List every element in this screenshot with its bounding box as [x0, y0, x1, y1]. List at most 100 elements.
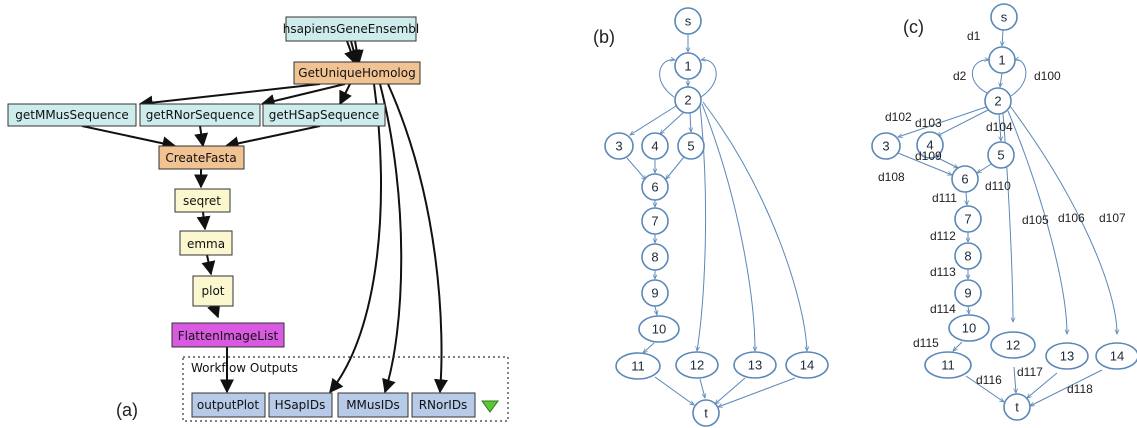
edge-label-d103: d103 [915, 116, 942, 130]
node-label: 13 [748, 358, 762, 373]
expand-triangle-icon [481, 400, 499, 413]
edge-label-d105: d105 [1022, 213, 1049, 227]
node-label: 6 [961, 172, 968, 187]
panel-c-label: (c) [903, 17, 924, 37]
output-port-rnorids: RNorIDs [411, 392, 476, 418]
edge-label-d110: d110 [985, 179, 1011, 193]
edge-label-d107: d107 [1099, 211, 1126, 225]
edge-label-d102: d102 [885, 110, 912, 124]
graph-edge [1027, 372, 1058, 398]
node-label: 9 [651, 286, 658, 301]
node-label: 12 [1006, 338, 1020, 353]
graph-node-13: 13 [1045, 342, 1089, 370]
panel-b-label: (b) [593, 27, 615, 47]
node-label: 10 [652, 322, 666, 337]
node-label: getMMusSequence [15, 108, 128, 122]
graph-node-1: 1 [988, 46, 1016, 74]
edge-label-d108: d108 [878, 170, 905, 184]
workflow-node-emma: emma [179, 230, 233, 256]
graph-c-edges [897, 29, 1117, 407]
graph-node-11: 11 [924, 351, 972, 379]
node-label: 5 [997, 148, 1004, 163]
graph-edge [715, 377, 746, 404]
node-label: 11 [941, 358, 955, 373]
graph-edge [897, 152, 952, 175]
node-label: getRNorSequence [146, 108, 255, 122]
graph-edge [666, 156, 685, 179]
workflow-node-mmus-seq: getMMusSequence [7, 103, 137, 127]
workflow-node-hsap-seq: getHSapSequence [262, 103, 386, 127]
edge-label-d104: d104 [986, 120, 1013, 134]
node-label: 9 [964, 286, 971, 301]
node-label: 4 [926, 138, 933, 153]
node-label: 12 [690, 358, 704, 373]
graph-edge [659, 60, 675, 98]
node-label: t [704, 406, 708, 421]
panel-a-label: (a) [116, 400, 138, 420]
graph-node-12: 12 [990, 331, 1036, 359]
node-label: getHSapSequence [269, 108, 380, 122]
graph-edge [1009, 105, 1117, 334]
node-label: hsapiensGeneEnsembl [283, 22, 420, 36]
graph-node-5: 5 [987, 141, 1015, 169]
graph-edge [626, 157, 646, 180]
graph-edge [898, 106, 987, 137]
graph-edge [643, 342, 655, 353]
node-label: CreateFasta [165, 151, 236, 165]
graph-edge [654, 376, 694, 405]
node-label: FlattenImageList [178, 329, 279, 343]
graph-node-11: 11 [615, 352, 661, 380]
edge-label-d114: d114 [930, 302, 956, 316]
output-label: HSapIDs [275, 398, 326, 412]
graph-edge [1030, 369, 1103, 407]
workflow-diagram: hsapiensGeneEnsembl GetUniqueHomolog get… [7, 16, 509, 422]
output-label: RNorIDs [419, 398, 468, 412]
edge-label-d117: d117 [1017, 365, 1043, 379]
edge-label-d112: d112 [930, 229, 956, 243]
graph-edge [660, 111, 685, 134]
node-label: 10 [962, 321, 976, 336]
graph-node-8: 8 [954, 242, 982, 270]
graph-node-7: 7 [954, 205, 982, 233]
graph-edge [966, 191, 967, 205]
graph-node-12: 12 [675, 351, 719, 379]
graph-node-13: 13 [733, 351, 777, 379]
node-label: 4 [651, 139, 658, 154]
edge-label-d2: d2 [953, 69, 967, 83]
graph-node-14: 14 [785, 351, 829, 379]
graph-node-5: 5 [677, 132, 705, 160]
node-label: 1 [998, 53, 1005, 68]
output-port-mmusids: MMusIDs [337, 392, 409, 418]
node-label: plot [202, 284, 225, 298]
node-label: s [1001, 10, 1008, 25]
graph-node-6: 6 [641, 173, 669, 201]
graph-edge [999, 113, 1001, 141]
node-label: t [1015, 400, 1019, 415]
graph-node-8: 8 [641, 243, 669, 271]
workflow-node-seqret: seqret [174, 188, 231, 213]
node-label: GetUniqueHomolog [298, 66, 415, 80]
graph-edge [971, 60, 989, 94]
graph-node-7: 7 [641, 207, 669, 235]
graph-node-10: 10 [638, 315, 680, 343]
node-label: 6 [651, 180, 658, 195]
graph-edge [699, 378, 705, 398]
node-label: emma [187, 237, 225, 251]
edge-label-d115: d115 [913, 336, 939, 350]
graph-edge [718, 377, 796, 407]
output-port-hsapids: HSapIDs [268, 392, 333, 418]
graph-node-t: t [1003, 393, 1031, 421]
graph-edge [1002, 29, 1003, 46]
graph-edge [953, 341, 963, 351]
workflow-node-plot: plot [192, 275, 234, 307]
node-label: 8 [964, 249, 971, 264]
graph-edge [977, 162, 994, 173]
graph-node-6: 6 [951, 165, 979, 193]
node-label: 7 [964, 212, 971, 227]
graph-edge [937, 109, 989, 137]
workflow-node-flatten: FlattenImageList [171, 322, 285, 348]
graph-edge [690, 112, 691, 132]
graph-node-2: 2 [984, 87, 1012, 115]
